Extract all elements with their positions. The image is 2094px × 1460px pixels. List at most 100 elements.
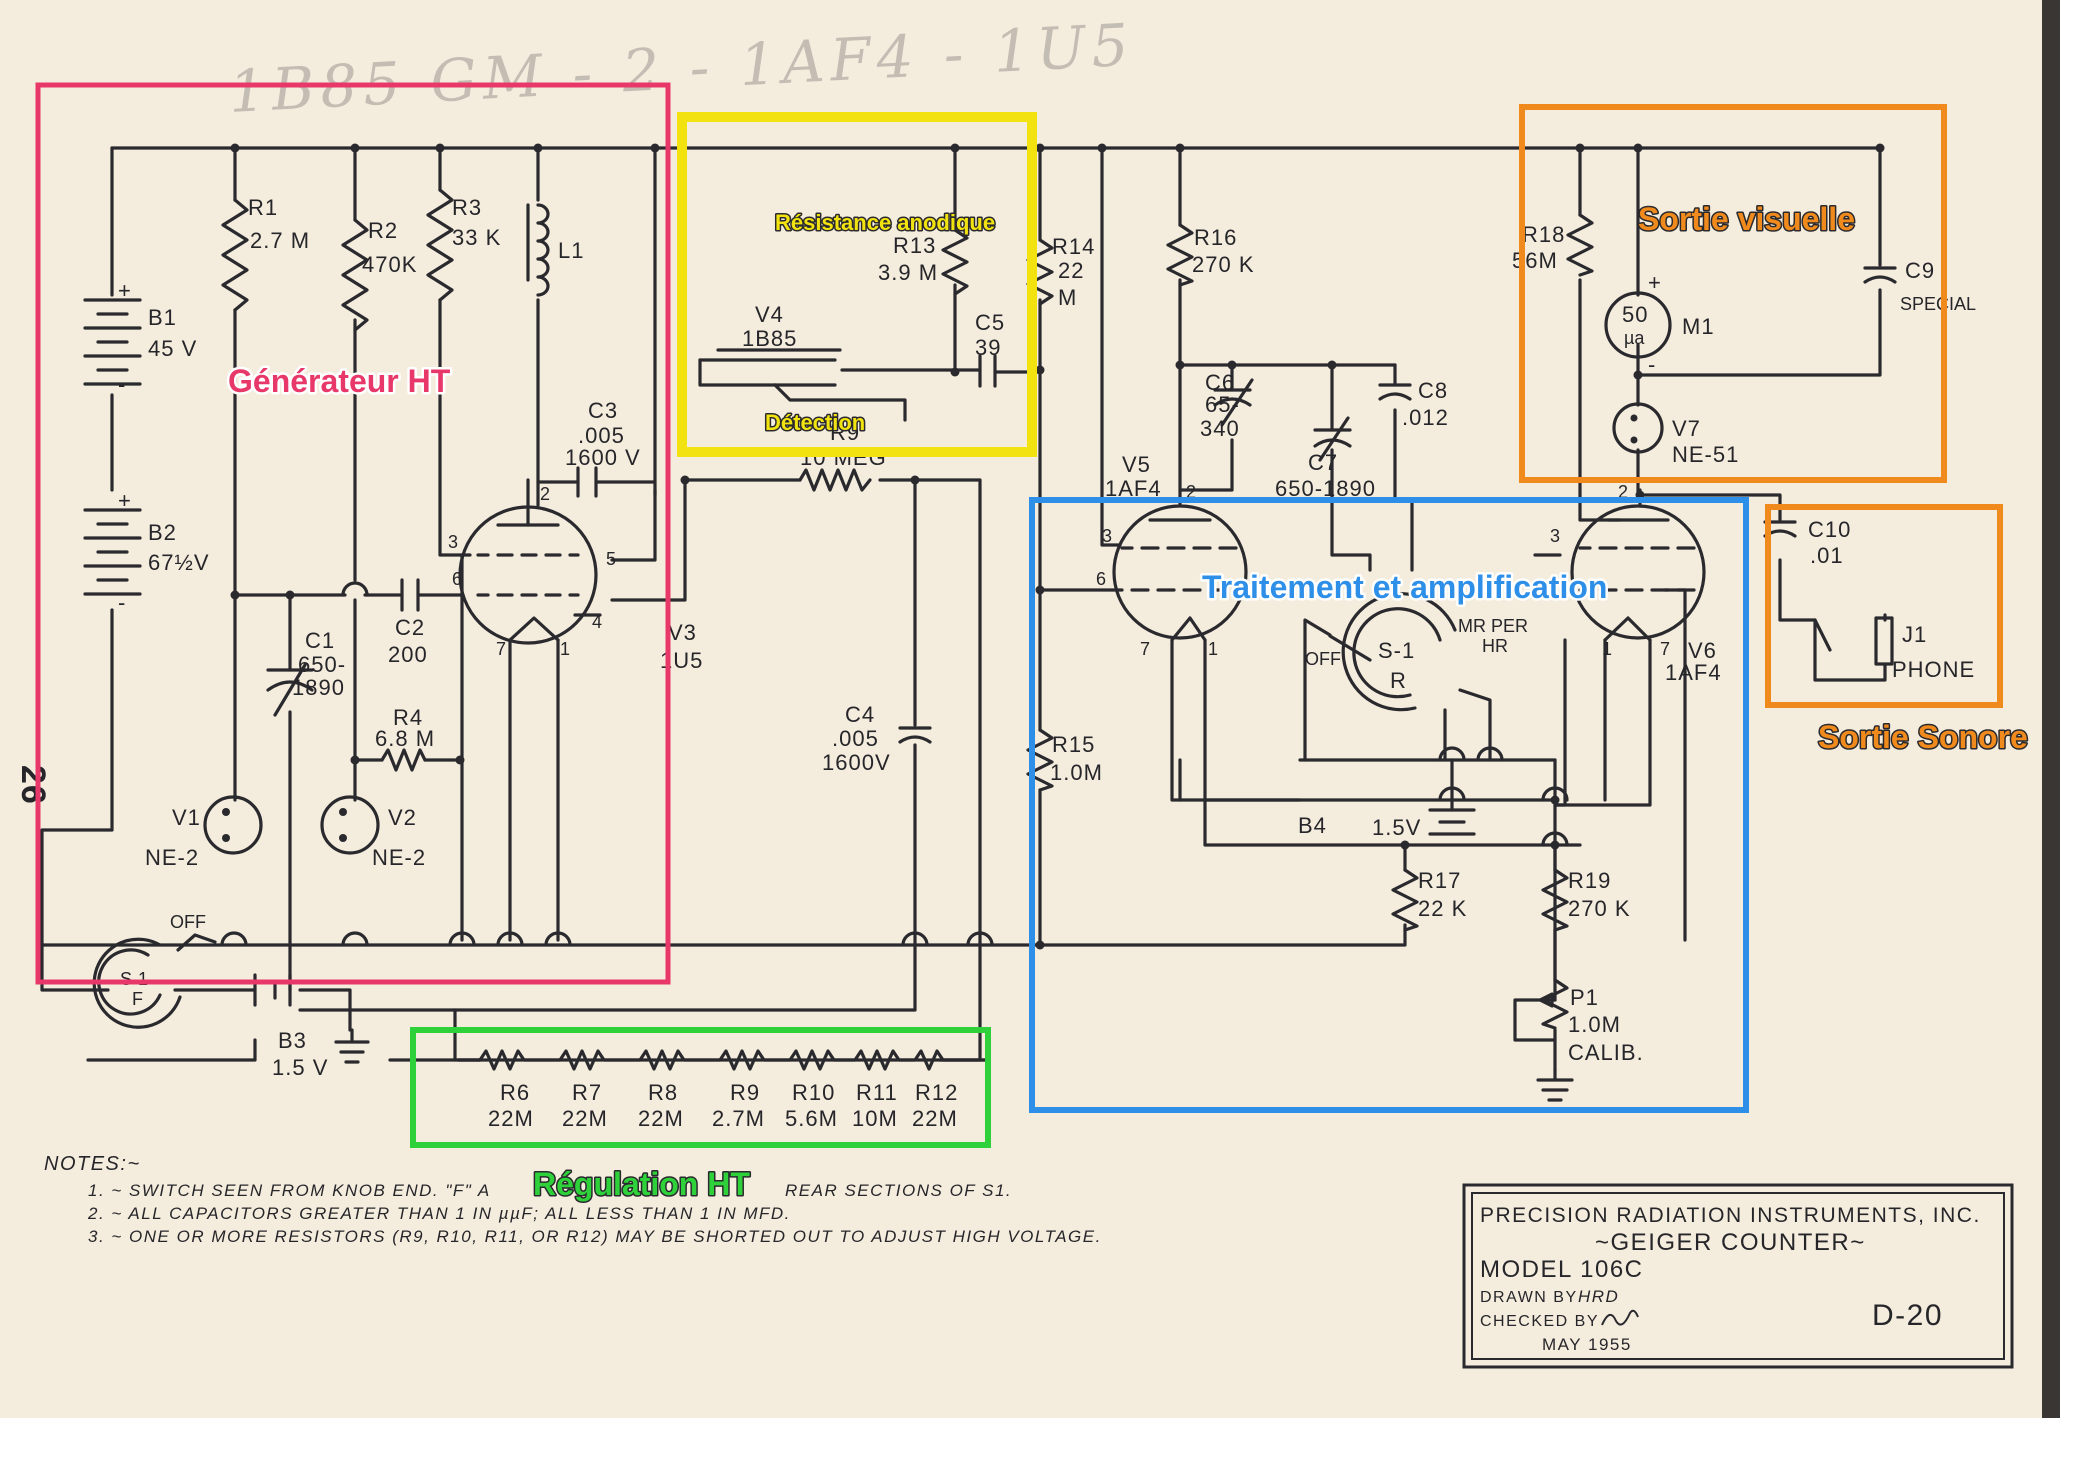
box-sortie-sonore	[1765, 504, 2003, 708]
s1f-sub: F	[132, 989, 143, 1009]
c10-value: .01	[1810, 543, 1844, 568]
b4-label: B4	[1298, 813, 1327, 838]
b2-value: 67½V	[148, 550, 210, 575]
label-regulation-ht: Régulation HT	[533, 1166, 750, 1202]
v4-label: V4	[755, 302, 784, 327]
resistor-r19: R19 270 K	[1541, 868, 1630, 932]
r16-value: 270 K	[1192, 252, 1255, 277]
r2-value: 470K	[362, 252, 417, 277]
s1f-label: S-1	[120, 969, 148, 989]
p1-label: P1	[1570, 985, 1599, 1010]
label-generateur-ht: Générateur HT	[228, 363, 451, 399]
v7-label: V7	[1672, 416, 1701, 441]
title-block-drawn-signature: HRD	[1578, 1287, 1619, 1306]
potentiometer-p1: P1 1.0M CALIB.	[1513, 978, 1644, 1102]
notes: NOTES:~ 1. ~ SWITCH SEEN FROM KNOB END. …	[44, 1153, 1102, 1246]
mrper-label: MR PER	[1458, 616, 1528, 636]
resistor-r2: R2 470K	[341, 218, 417, 332]
s1f-off-label: OFF	[170, 912, 206, 932]
ground-symbol	[334, 1028, 370, 1064]
s1r-sub: R	[1390, 668, 1407, 693]
neon-v7: V7 NE-51	[1612, 402, 1739, 467]
wire-crossings	[220, 581, 1569, 947]
title-block-title: ~GEIGER COUNTER~	[1595, 1229, 1866, 1256]
overlay-boxes	[35, 82, 2003, 1148]
r14-label: R14	[1052, 234, 1095, 259]
capacitor-c2: C2 200	[388, 578, 427, 667]
battery-b3: B3 1.5 V	[253, 973, 328, 1080]
r9-label: R9	[830, 420, 860, 445]
box-detection	[677, 112, 1037, 457]
resistor-r4: R4 6.8 M	[375, 705, 434, 772]
c1-value-1: 650-	[298, 652, 346, 677]
r12-value: 22M	[912, 1106, 958, 1131]
c1-label: C1	[305, 628, 335, 653]
capacitor-c9: C9 SPECIAL	[1863, 258, 1976, 314]
c2-label: C2	[395, 615, 425, 640]
m1-label: M1	[1682, 314, 1715, 339]
r6-label: R6	[500, 1080, 530, 1105]
c9-label: C9	[1905, 258, 1935, 283]
v3-pin-1: 1	[560, 639, 570, 659]
r3-label: R3	[452, 195, 482, 220]
svg-text:-: -	[1648, 352, 1656, 377]
c5-label: C5	[975, 310, 1005, 335]
title-block-date: MAY 1955	[1542, 1335, 1632, 1354]
capacitor-c1: C1 650- 1890	[266, 628, 346, 717]
resistor-r3: R3 33 K	[426, 188, 501, 302]
neon-v2: V2 NE-2	[320, 795, 425, 870]
label-traitement: Traitement et amplification	[1202, 569, 1607, 605]
detector-tube-v4: V4 1B85	[716, 302, 842, 352]
box-traitement	[1029, 497, 1749, 1113]
j1-text: PHONE	[1892, 657, 1975, 682]
v6-pin-1: 1	[1602, 639, 1612, 659]
r3-value: 33 K	[452, 225, 501, 250]
c3-value-1: .005	[578, 423, 625, 448]
r14-value-1: 22	[1058, 258, 1084, 283]
capacitor-c7: C7 650-1890	[1275, 416, 1376, 501]
r10-value: 5.6M	[785, 1106, 838, 1131]
c8-label: C8	[1418, 378, 1448, 403]
r12-label: R12	[915, 1080, 958, 1105]
m1-value-2: µa	[1624, 328, 1645, 348]
r15-label: R15	[1052, 732, 1095, 757]
c8-value: .012	[1402, 405, 1449, 430]
capacitor-c5: C5 39	[975, 310, 1005, 388]
c4-value-2: 1600V	[822, 750, 891, 775]
v7-type: NE-51	[1672, 442, 1739, 467]
r2-label: R2	[368, 218, 398, 243]
v1-label: V1	[172, 805, 201, 830]
r9b-label: R9	[730, 1080, 760, 1105]
v5-pin-7: 7	[1140, 639, 1150, 659]
svg-text:-: -	[118, 372, 126, 397]
r17-value: 22 K	[1418, 896, 1467, 921]
capacitor-c6: C6 65- 340	[1200, 370, 1254, 441]
c3-label: C3	[588, 398, 618, 423]
capacitor-c4: C4 .005 1600V	[822, 702, 932, 775]
b3-value: 1.5 V	[272, 1055, 328, 1080]
c7-value: 650-1890	[1275, 476, 1376, 501]
r11-label: R11	[856, 1080, 898, 1105]
resistor-r13: R13 3.9 M	[878, 228, 969, 296]
r19-label: R19	[1568, 868, 1611, 893]
label-sortie-sonore: Sortie Sonore	[1818, 719, 2028, 755]
r11-value: 10M	[852, 1106, 898, 1131]
v5-label: V5	[1122, 452, 1151, 477]
r8-value: 22M	[638, 1106, 684, 1131]
b2-label: B2	[148, 520, 177, 545]
r8-label: R8	[648, 1080, 678, 1105]
resistor-r17: R17 22 K	[1391, 868, 1467, 932]
r13-label: R13	[893, 233, 936, 258]
p1-text: CALIB.	[1568, 1040, 1644, 1065]
r18-value: 56M	[1512, 248, 1558, 273]
v5-pin-3: 3	[1102, 526, 1112, 546]
j1-label: J1	[1902, 622, 1927, 647]
svg-text:-: -	[118, 590, 126, 615]
r15-value: 1.0M	[1050, 760, 1103, 785]
r7-label: R7	[572, 1080, 602, 1105]
r1-value: 2.7 M	[250, 228, 310, 253]
resistor-r16: R16 270 K	[1166, 223, 1255, 287]
note-3: 3. ~ ONE OR MORE RESISTORS (R9, R10, R11…	[88, 1227, 1102, 1246]
m1-value-1: 50	[1622, 302, 1648, 327]
